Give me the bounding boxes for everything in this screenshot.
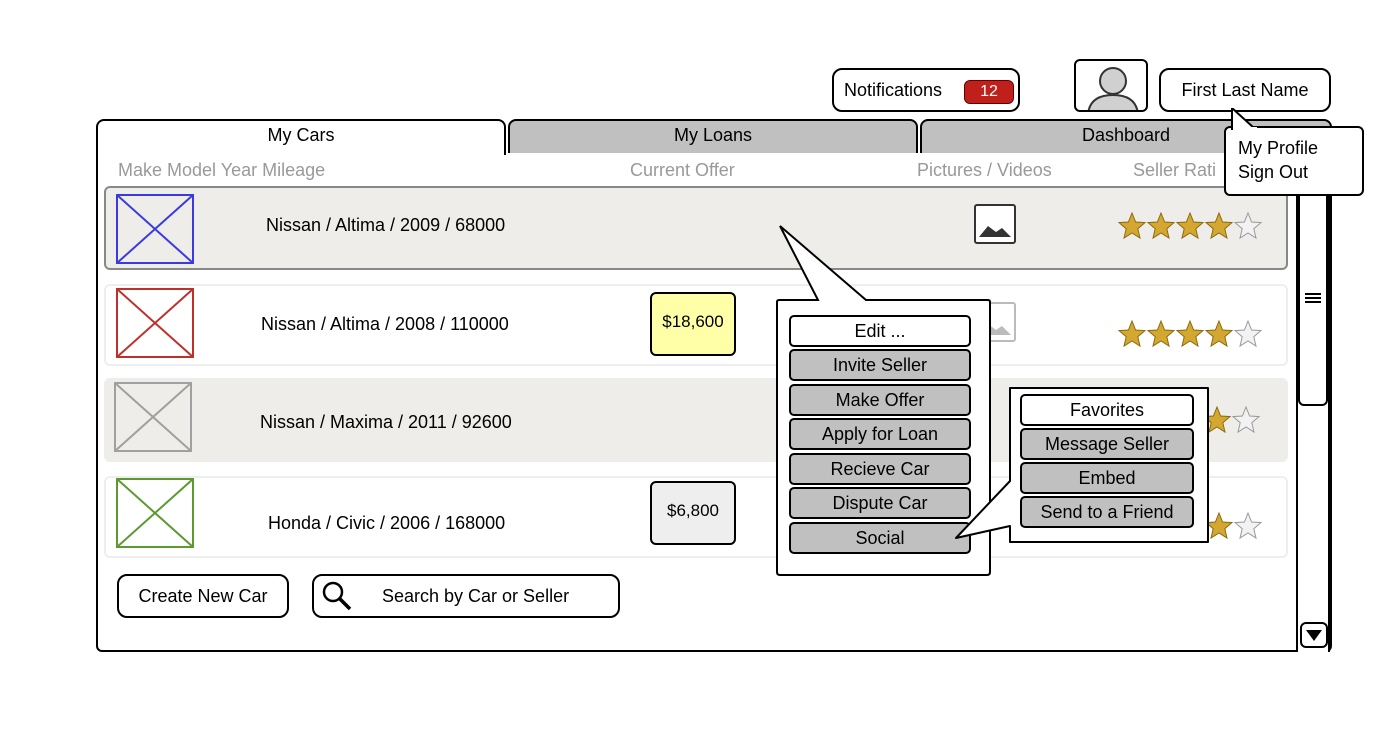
column-header-seller-rating: Seller Rati — [1133, 160, 1217, 180]
car-description: Nissan / Maxima / 2011 / 92600 — [260, 412, 512, 432]
car-description: Nissan / Altima / 2009 / 68000 — [266, 215, 506, 235]
table-row[interactable]: Nissan / Altima / 2008 / 110000 $18,600 — [104, 284, 1288, 366]
photo-icon — [974, 204, 1016, 244]
star-rating-icon — [1118, 320, 1262, 347]
tab-label: My Loans — [673, 125, 753, 145]
seller-rating-stars — [1118, 212, 1264, 242]
image-placeholder-icon — [114, 382, 192, 452]
star-rating-icon — [1118, 212, 1262, 239]
social-menu: Favorites Message Seller Embed Send to a… — [1010, 388, 1208, 542]
image-placeholder-icon — [116, 194, 194, 264]
user-name-button[interactable]: First Last Name — [1159, 68, 1331, 112]
menu-item-sign-out[interactable]: Sign Out — [1238, 162, 1309, 182]
menu-item-message-seller[interactable]: Message Seller — [1020, 428, 1194, 460]
offer-note[interactable]: $18,600 — [650, 292, 736, 356]
car-thumbnail — [116, 288, 194, 358]
car-description: Nissan / Altima / 2008 / 110000 — [261, 314, 509, 334]
seller-rating-stars — [1118, 320, 1264, 350]
notifications-count-badge: 12 — [964, 80, 1014, 104]
search-icon — [322, 581, 352, 611]
avatar[interactable] — [1074, 59, 1148, 112]
tab-label: Dashboard — [1081, 125, 1171, 145]
profile-menu-tail — [1231, 108, 1257, 130]
image-placeholder-icon — [116, 478, 194, 548]
search-placeholder: Search by Car or Seller — [382, 585, 570, 606]
menu-item-my-profile[interactable]: My Profile — [1238, 138, 1319, 158]
offer-note[interactable]: $6,800 — [650, 481, 736, 545]
user-name-label: First Last Name — [1181, 79, 1309, 100]
picture-icon[interactable] — [974, 204, 1016, 244]
table-row[interactable]: Nissan / Altima / 2009 / 68000 — [104, 186, 1288, 270]
menu-item-dispute-car[interactable]: Dispute Car — [789, 487, 971, 519]
menu-item-edit[interactable]: Edit ... — [789, 315, 971, 347]
car-description: Honda / Civic / 2006 / 168000 — [268, 513, 506, 533]
create-new-car-label: Create New Car — [138, 585, 268, 606]
context-menu: Edit ... Invite Seller Make Offer Apply … — [777, 300, 989, 574]
image-placeholder-icon — [116, 288, 194, 358]
menu-item-make-offer[interactable]: Make Offer — [789, 384, 971, 416]
menu-item-favorites[interactable]: Favorites — [1020, 394, 1194, 426]
notifications-button[interactable]: Notifications 12 — [832, 68, 1020, 112]
user-avatar-icon — [1087, 67, 1139, 110]
menu-item-recieve-car[interactable]: Recieve Car — [789, 453, 971, 485]
menu-item-invite-seller[interactable]: Invite Seller — [789, 349, 971, 381]
menu-item-apply-for-loan[interactable]: Apply for Loan — [789, 418, 971, 450]
tab-my-loans[interactable]: My Loans — [508, 119, 918, 155]
menu-item-social[interactable]: Social — [789, 522, 971, 554]
create-new-car-button[interactable]: Create New Car — [117, 574, 289, 618]
car-thumbnail — [116, 478, 194, 548]
triangle-down-icon — [1306, 630, 1322, 641]
column-header-current-offer: Current Offer — [630, 160, 735, 180]
grip-icon — [1305, 293, 1321, 303]
scroll-down-button[interactable] — [1300, 622, 1328, 648]
car-thumbnail — [116, 194, 194, 264]
notifications-label: Notifications — [844, 79, 943, 100]
menu-item-send-to-friend[interactable]: Send to a Friend — [1020, 496, 1194, 528]
profile-menu: My Profile Sign Out — [1224, 126, 1364, 196]
column-header-pictures: Pictures / Videos — [917, 160, 1052, 180]
car-thumbnail — [114, 382, 192, 452]
menu-item-embed[interactable]: Embed — [1020, 462, 1194, 494]
search-input[interactable]: Search by Car or Seller — [312, 574, 620, 618]
tab-my-cars[interactable]: My Cars — [96, 119, 506, 155]
tab-label: My Cars — [267, 125, 335, 145]
column-header-make-model: Make Model Year Mileage — [118, 160, 326, 180]
scrollbar-thumb[interactable] — [1298, 190, 1328, 406]
